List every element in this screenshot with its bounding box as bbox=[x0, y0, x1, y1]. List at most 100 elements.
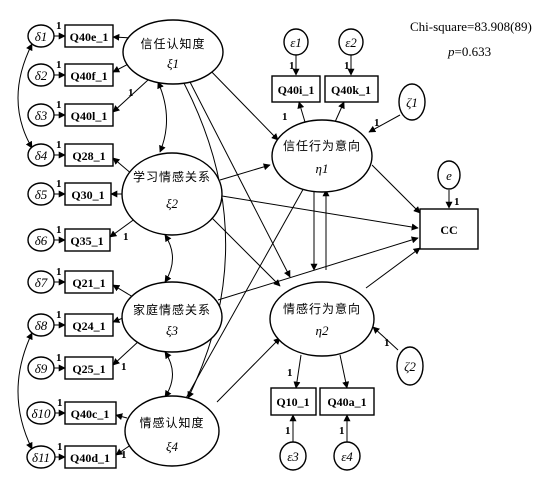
disturbance-zeta1 bbox=[398, 83, 426, 121]
path-xi4-eta1 bbox=[184, 176, 311, 401]
latent-xi3-symbol: ξ3 bbox=[166, 323, 179, 338]
error-d3 bbox=[27, 103, 55, 127]
disturbance-zeta2 bbox=[396, 346, 424, 386]
latent-xi2-label: 学习情感关系 bbox=[133, 169, 211, 184]
indicator-q35-label: Q35_1 bbox=[70, 234, 103, 248]
loading-one-d8: 1 bbox=[56, 309, 62, 321]
cov-xi2-xi3 bbox=[164, 234, 173, 283]
error-e3 bbox=[279, 441, 307, 471]
indicator-q40k-label: Q40k_1 bbox=[331, 83, 371, 97]
path-xi1-eta1 bbox=[204, 64, 279, 141]
error-d9 bbox=[27, 356, 55, 380]
indicator-q24-label: Q24_1 bbox=[72, 319, 105, 333]
path-eta2-q40a bbox=[339, 354, 350, 389]
loading-one-xi3: 1 bbox=[121, 361, 127, 373]
path-xi2-eta2 bbox=[209, 215, 281, 287]
error-d6 bbox=[27, 228, 55, 252]
path-xi3-q24 bbox=[112, 316, 124, 323]
latent-xi1-label: 信任认知度 bbox=[140, 36, 205, 51]
loading-one-eta1: 1 bbox=[282, 111, 288, 123]
indicator-q40d bbox=[64, 445, 117, 469]
error-d8 bbox=[27, 313, 55, 337]
loading-one-e4: 1 bbox=[339, 425, 345, 437]
indicator-q40k bbox=[324, 75, 379, 103]
latent-xi3-label: 家庭情感关系 bbox=[133, 302, 211, 317]
indicator-q30 bbox=[64, 182, 112, 206]
loading-one-d3: 1 bbox=[56, 99, 62, 111]
indicator-q30-label: Q30_1 bbox=[71, 188, 104, 202]
error-d10-label: δ10 bbox=[31, 406, 51, 421]
indicator-q40i bbox=[271, 75, 321, 103]
indicator-q40f-label: Q40f_1 bbox=[70, 69, 107, 83]
path-xi4-q40c bbox=[115, 413, 128, 421]
path-xi2-eta1 bbox=[219, 163, 271, 181]
cov-xi1-xi4 bbox=[177, 71, 227, 399]
path-eta1-q40i bbox=[297, 101, 306, 123]
error-e1 bbox=[283, 28, 309, 56]
path-eta2-cc bbox=[365, 247, 421, 289]
error-d10 bbox=[26, 401, 56, 425]
cov-xi3-xi4 bbox=[164, 351, 173, 398]
indicator-q40d-label: Q40d_1 bbox=[70, 451, 110, 465]
path-xi4-eta2 bbox=[216, 337, 281, 403]
error-d7-label: δ7 bbox=[35, 275, 48, 290]
path-eta2-q10 bbox=[293, 354, 302, 389]
error-d4 bbox=[27, 143, 55, 167]
error-e2-label: ε2 bbox=[345, 35, 357, 50]
indicator-q40e bbox=[64, 24, 114, 48]
indicator-q40c bbox=[64, 401, 117, 425]
loading-one-d9: 1 bbox=[56, 352, 62, 364]
error-d7 bbox=[27, 270, 55, 294]
outcome-cc-box bbox=[419, 208, 479, 250]
path-xi3-q21 bbox=[112, 284, 134, 298]
cov-xi1-xi2 bbox=[157, 81, 168, 153]
latent-xi1-symbol: ξ1 bbox=[167, 56, 179, 71]
error-d4-label: δ4 bbox=[35, 148, 48, 163]
latent-xi3: 家庭情感关系 ξ3 bbox=[121, 281, 223, 353]
paths bbox=[17, 32, 453, 461]
error-d11 bbox=[26, 445, 56, 469]
indicator-q10-label: Q10_1 bbox=[276, 395, 309, 409]
latent-xi4: 情感认知度 ξ4 bbox=[124, 395, 220, 467]
indicator-q35 bbox=[64, 228, 111, 252]
indicator-q40l bbox=[64, 103, 114, 127]
indicator-q10 bbox=[270, 387, 317, 416]
loading-one-e1: 1 bbox=[289, 60, 295, 72]
disturbance-e bbox=[437, 160, 461, 190]
latent-xi1-ellipse bbox=[122, 19, 224, 85]
loading-one-d10: 1 bbox=[57, 397, 63, 409]
error-d2-label: δ2 bbox=[35, 68, 48, 83]
loading-one-zeta2: 1 bbox=[384, 337, 390, 349]
indicator-q40i-label: Q40i_1 bbox=[278, 83, 315, 97]
endogenous-indicators: Q40i_1 Q40k_1 Q10_1 Q40a_1 ε1 ε2 ε3 ε4 bbox=[270, 28, 379, 471]
path-eta1-cc bbox=[371, 164, 421, 214]
indicator-q25 bbox=[64, 356, 114, 380]
outcome-cc-label: CC bbox=[440, 223, 457, 237]
loading-one-d2: 1 bbox=[56, 59, 62, 71]
path-xi2-cc bbox=[221, 195, 419, 231]
error-d5-label: δ5 bbox=[35, 187, 48, 202]
outcome-cc: CC bbox=[419, 208, 479, 250]
latent-eta1-symbol: η1 bbox=[316, 161, 329, 176]
loading-one-xi4: 1 bbox=[121, 449, 127, 461]
indicator-q40a-label: Q40a_1 bbox=[327, 395, 366, 409]
path-zeta2-eta2 bbox=[372, 326, 399, 351]
latent-xi2-symbol: ξ2 bbox=[166, 196, 179, 211]
indicator-q28 bbox=[64, 143, 114, 167]
indicator-q21-label: Q21_1 bbox=[72, 276, 105, 290]
disturbance-zeta1-label: ζ1 bbox=[406, 95, 418, 110]
latent-eta2-symbol: η2 bbox=[316, 323, 329, 338]
indicator-q21 bbox=[64, 270, 114, 294]
error-d1 bbox=[27, 24, 55, 48]
error-e3-label: ε3 bbox=[287, 449, 299, 464]
loading-one-e: 1 bbox=[454, 196, 460, 208]
loading-one-d7: 1 bbox=[56, 266, 62, 278]
disturbance-e-label: e bbox=[446, 168, 452, 183]
loading-one-xi1: 1 bbox=[128, 87, 134, 99]
loading-one-d1: 1 bbox=[56, 20, 62, 32]
indicator-q40f bbox=[64, 63, 114, 87]
indicator-q40a bbox=[319, 387, 375, 416]
latent-xi4-symbol: ξ4 bbox=[166, 439, 179, 454]
path-xi3-cc bbox=[217, 236, 419, 301]
latent-eta2-ellipse bbox=[269, 281, 375, 357]
